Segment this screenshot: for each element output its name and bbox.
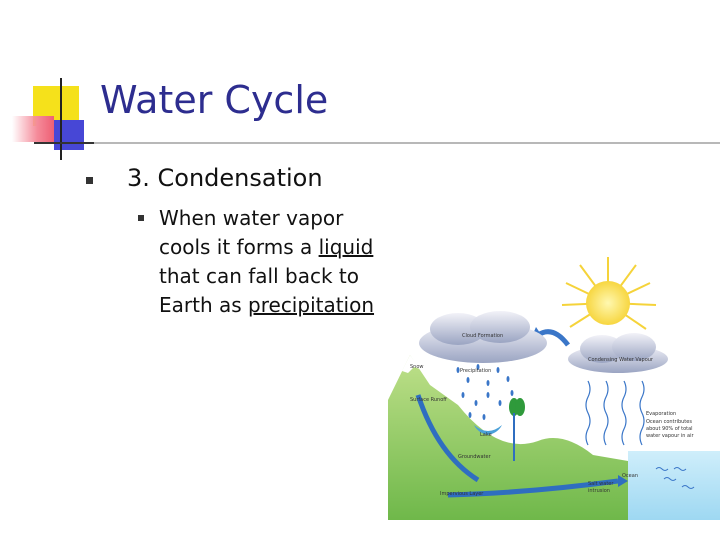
groundwater-flow-arrow [447, 478, 619, 498]
title-ornament-red-block [12, 116, 54, 142]
label-ocean-note-2: about 90% of total [646, 426, 693, 432]
precipitation-drops [456, 364, 514, 420]
tree-icon [515, 398, 525, 416]
label-salt-water-2: intrusion [588, 488, 610, 494]
label-salt-water-1: Salt water [588, 481, 614, 487]
title-ornament-vertical-line [60, 78, 62, 160]
snow-cap [402, 355, 420, 373]
underlined-term-precipitation: precipitation [248, 293, 375, 317]
runoff-arrow [415, 394, 480, 483]
ocean-waves [655, 467, 695, 489]
label-impervious-layer: Impervious Layer [440, 491, 484, 497]
label-precipitation: Precipitation [460, 368, 491, 374]
title-underline-rule [34, 142, 720, 144]
lake-area [474, 425, 502, 435]
label-ocean: Ocean [622, 473, 638, 479]
bullet-level1-text: 3. Condensation [127, 164, 323, 192]
title-ornament-dark-rule [34, 142, 94, 144]
label-ocean-note-1: Ocean contributes [646, 419, 692, 425]
condensing-cloud [568, 333, 668, 373]
evaporation-arrows [585, 380, 645, 446]
slide-title: Water Cycle [100, 78, 329, 122]
bullet-level2-text: When water vapor cools it forms a liquid… [159, 204, 399, 320]
vapour-flow-arrow [536, 329, 570, 347]
label-evaporation: Evaporation [646, 411, 676, 417]
sun-icon [561, 257, 657, 330]
underlined-term-liquid: liquid [318, 235, 374, 259]
water-cycle-diagram: Condensing Water Vapour Cloud Formation [388, 257, 720, 520]
formation-cloud [419, 311, 547, 363]
label-groundwater: Groundwater [458, 454, 492, 460]
ocean-area [628, 451, 720, 520]
arrowhead-icon [618, 475, 628, 487]
land-mass [388, 355, 628, 520]
title-ornament-blue-block [54, 120, 84, 150]
label-ocean-note-3: water vapour in air [646, 433, 695, 439]
label-condensing-water-vapour: Condensing Water Vapour [588, 357, 654, 363]
bullet-marker-level1 [86, 177, 93, 184]
bullet-level2-part2: that can fall back to Earth as [159, 264, 359, 317]
label-lake: Lake [480, 432, 492, 438]
label-cloud-formation: Cloud Formation [462, 333, 503, 339]
bullet-marker-level2 [138, 215, 144, 221]
bullet-level2-part1: When water vapor cools it forms a [159, 206, 344, 259]
label-snow: Snow [410, 364, 424, 370]
label-surface-runoff: Surface Runoff [410, 397, 447, 403]
